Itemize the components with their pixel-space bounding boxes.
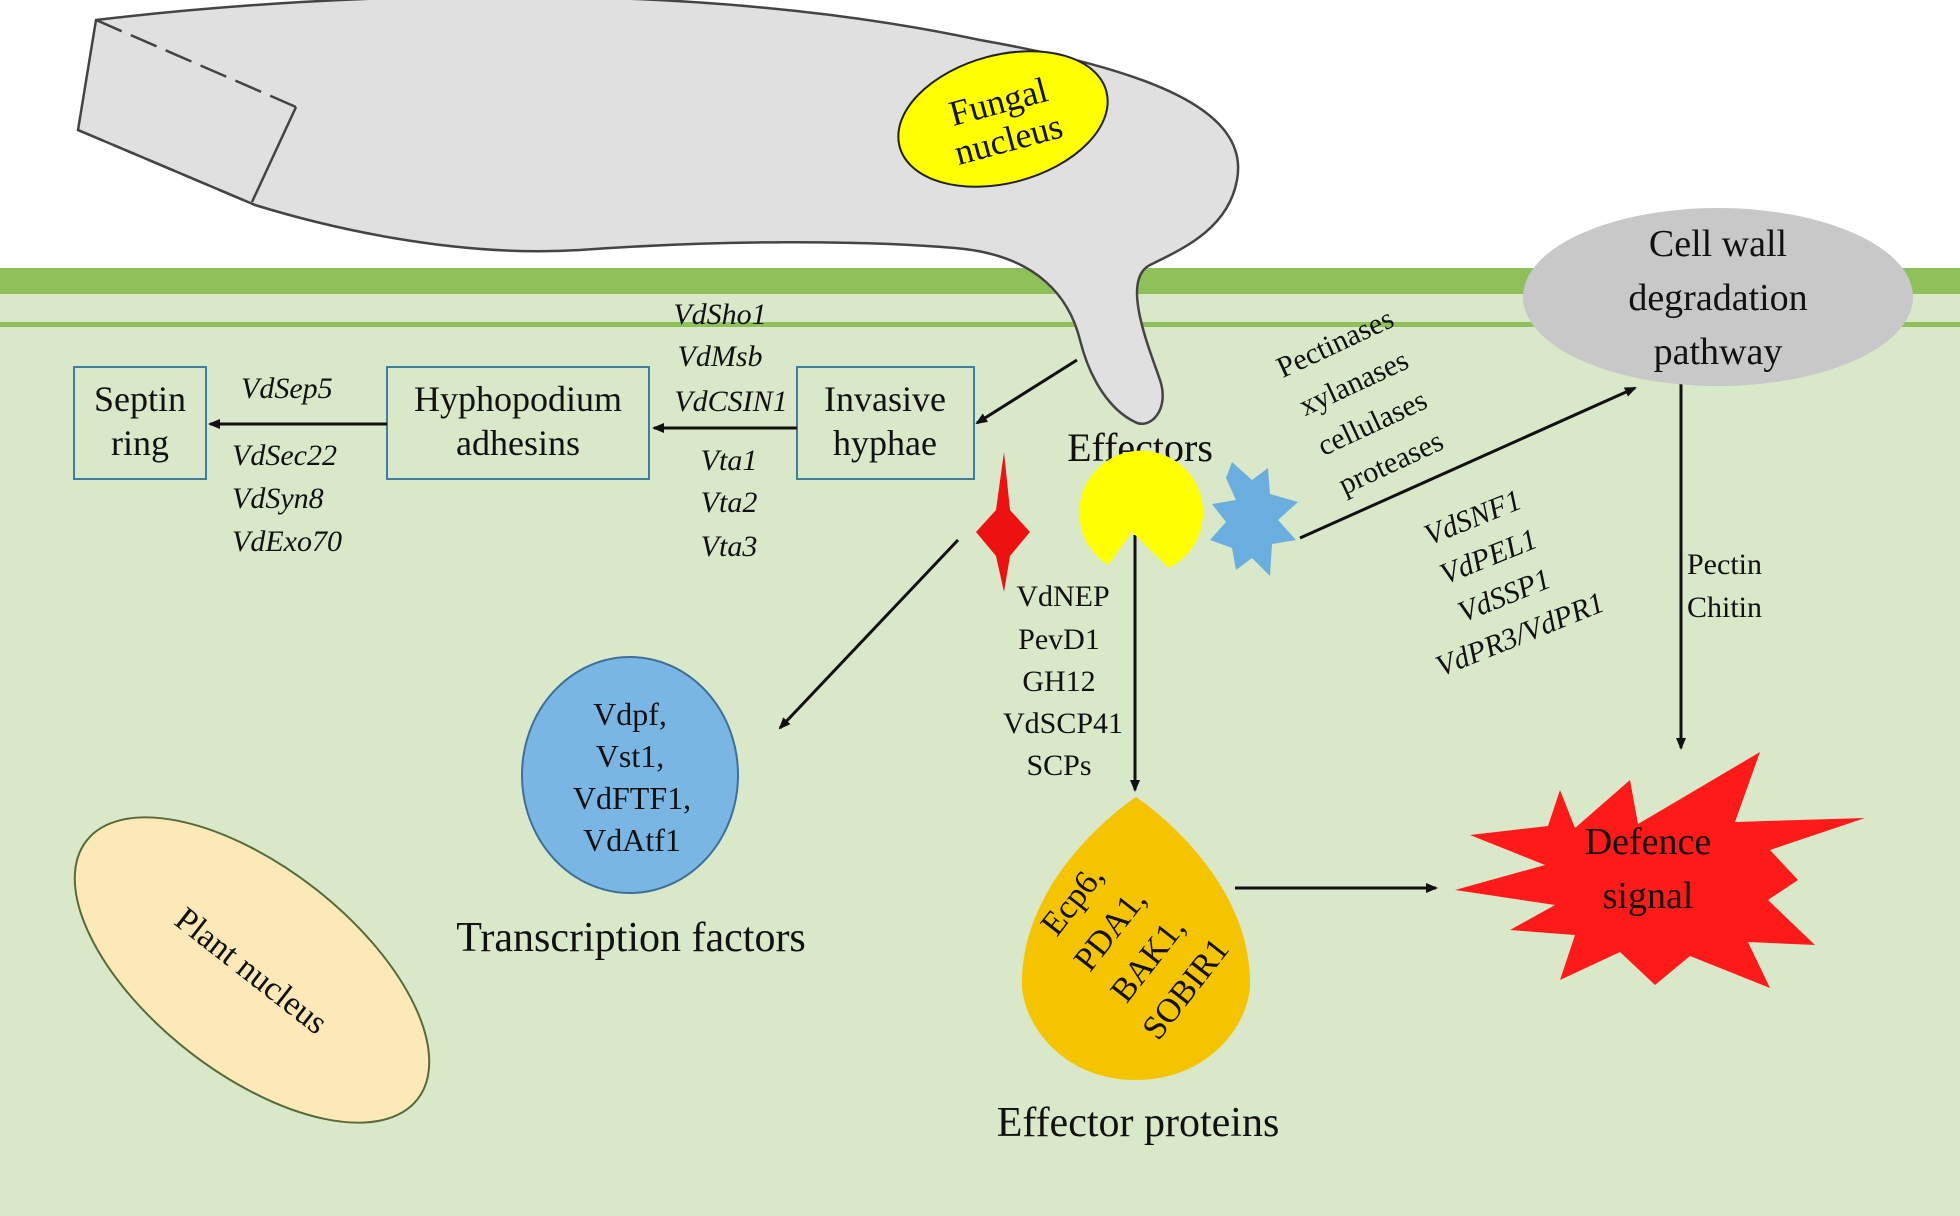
septin-ring-label: Septin (94, 379, 186, 419)
gene-label: Vta2 (701, 486, 758, 519)
arrows (208, 358, 1686, 893)
arrow-to-transcription-factors (778, 538, 960, 730)
plasma-membrane-line (0, 322, 1960, 327)
effector-proteins: Ecp6, PDA1, BAK1, SOBIR1 Effector protei… (997, 797, 1280, 1146)
effector-label: VdNEP (1016, 580, 1109, 613)
gene-label: VdExo70 (232, 525, 342, 558)
septin-ring-box: Septin ring (73, 366, 207, 480)
red-effector-shape (976, 452, 1030, 592)
effector-proteins-caption: Effector proteins (997, 1100, 1280, 1146)
gene-label: VdSep5 (241, 372, 333, 405)
invasive-hyphae-box: Invasive hyphae (796, 366, 975, 480)
hyphopodium-invasive-genes-bottom: Vta1 Vta2 Vta3 (701, 444, 758, 563)
transcription-factor-label: Vst1, (596, 738, 664, 774)
arrow-hypha-to-invasive (975, 358, 1078, 425)
defence-signal: Defence signal (1455, 752, 1865, 988)
hyphopodium-adhesins-label: Hyphopodium (414, 379, 622, 419)
gene-label: Vta1 (701, 444, 758, 477)
effector-label: PevD1 (1018, 623, 1100, 656)
pectin-label: Pectin (1687, 548, 1762, 581)
hyphopodium-invasive-genes-top: VdSho1 VdMsb VdCSIN1 (673, 298, 787, 418)
effector-label: GH12 (1022, 665, 1095, 698)
gene-label: VdSho1 (673, 298, 766, 331)
transcription-factors: Vdpf, Vst1, VdFTF1, VdAtf1 Transcription… (456, 656, 806, 961)
invasive-hyphae-label: hyphae (833, 423, 937, 463)
arrow-to-cell-wall-pathway (1299, 386, 1637, 540)
septin-ring-label: ring (111, 423, 169, 463)
gene-label: VdCSIN1 (674, 385, 787, 418)
cell-wall-label: degradation (1628, 277, 1807, 319)
invasive-hyphae-label: Invasive (824, 379, 946, 419)
gene-label: Vta3 (701, 530, 758, 563)
defence-signal-label: Defence (1585, 821, 1712, 863)
cell-wall-label: pathway (1654, 331, 1783, 373)
transcription-factor-label: VdAtf1 (583, 822, 681, 858)
hyphopodium-adhesins-label: adhesins (456, 423, 580, 463)
transcription-factor-label: Vdpf, (593, 696, 667, 732)
gene-label: VdSec22 (232, 439, 337, 472)
effector-list: VdNEP PevD1 GH12 VdSCP41 SCPs (1003, 580, 1123, 782)
plant-nucleus: Plant nucleus (73, 816, 431, 1124)
blue-effector-shape (1210, 462, 1298, 576)
septin-hyphopodium-genes: VdSec22 VdSyn8 VdExo70 (232, 439, 342, 558)
fungal-nucleus: Fungal nucleus (897, 50, 1109, 188)
gene-label: VdSyn8 (232, 482, 324, 515)
defence-signal-label: signal (1603, 875, 1694, 917)
effector-label: VdSCP41 (1003, 707, 1123, 740)
yellow-effector-shape (1079, 450, 1204, 568)
pectin-chitin-labels: Pectin Chitin (1687, 548, 1762, 624)
cell-wall-label: Cell wall (1649, 223, 1787, 265)
gene-label: VdMsb (678, 340, 763, 373)
cell-wall-degradation-pathway: Cell wall degradation pathway (1523, 208, 1913, 386)
hyphopodium-adhesins-box: Hyphopodium adhesins (386, 366, 650, 480)
effector-label: SCPs (1026, 749, 1091, 782)
transcription-factor-label: VdFTF1, (573, 780, 691, 816)
chitin-label: Chitin (1687, 591, 1762, 624)
transcription-factors-caption: Transcription factors (456, 915, 806, 961)
